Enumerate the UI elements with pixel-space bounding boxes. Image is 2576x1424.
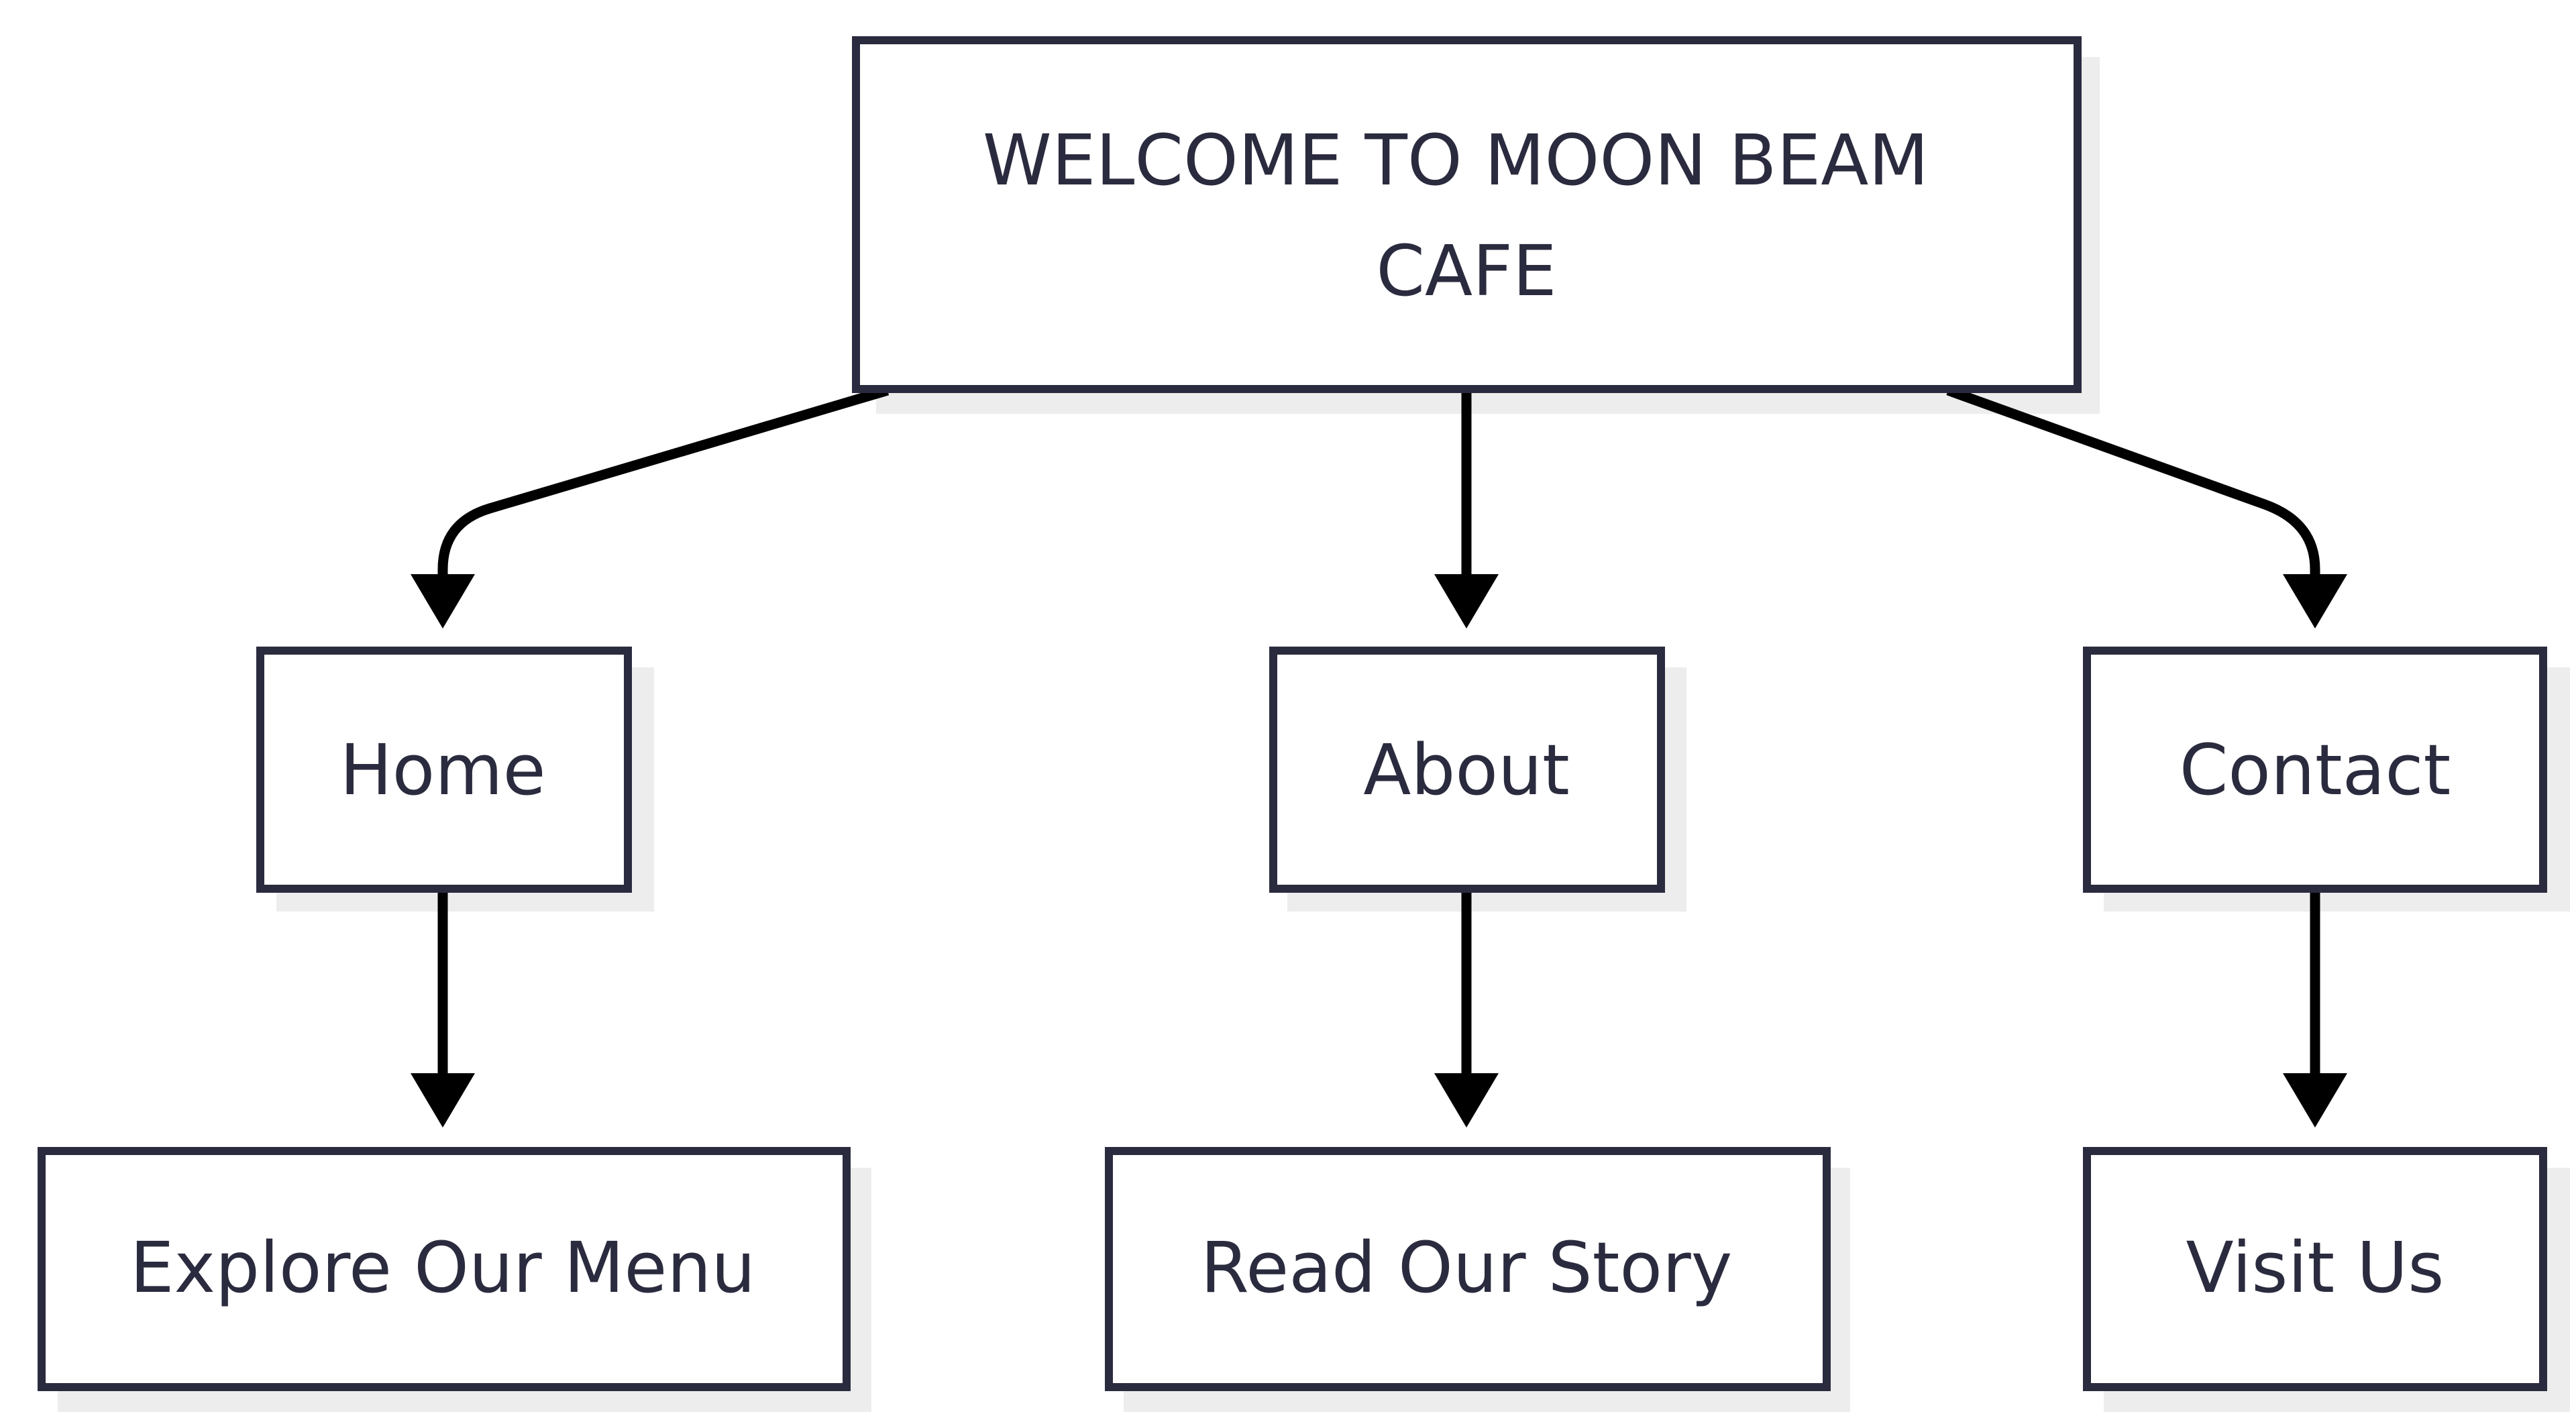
story-node-label: Read Our Story	[1201, 1227, 1733, 1309]
arrowhead-contact	[2283, 574, 2347, 628]
nodes	[38, 36, 2547, 1391]
about-node	[1269, 647, 1665, 893]
root-node-label-line2: CAFE	[1376, 230, 1556, 312]
visit-node-label: Visit Us	[2186, 1227, 2445, 1309]
edge-root-contact	[1946, 385, 2320, 577]
root-node	[852, 36, 2082, 393]
arrowhead-visit	[2283, 1073, 2347, 1128]
arrowhead-menu	[411, 1073, 475, 1128]
edges	[437, 385, 2320, 1077]
contact-node	[2083, 647, 2547, 893]
about-node-label: About	[1363, 729, 1569, 811]
arrowhead-home	[411, 574, 475, 628]
arrowheads	[411, 574, 2347, 1128]
root-node-label-line1: WELCOME TO MOON BEAM	[983, 119, 1929, 201]
contact-node-label: Contact	[2180, 729, 2451, 811]
story-node	[1105, 1147, 1831, 1391]
menu-node	[38, 1147, 851, 1391]
node-labels: WELCOME TO MOON BEAM CAFE Home About Con…	[130, 119, 2451, 1309]
home-node-label: Home	[339, 729, 545, 811]
arrowhead-story	[1434, 1073, 1499, 1128]
arrowhead-about	[1434, 574, 1499, 628]
menu-node-label: Explore Our Menu	[130, 1227, 755, 1309]
edge-root-home	[437, 385, 890, 577]
visit-node	[2083, 1147, 2547, 1391]
home-node	[256, 647, 632, 893]
